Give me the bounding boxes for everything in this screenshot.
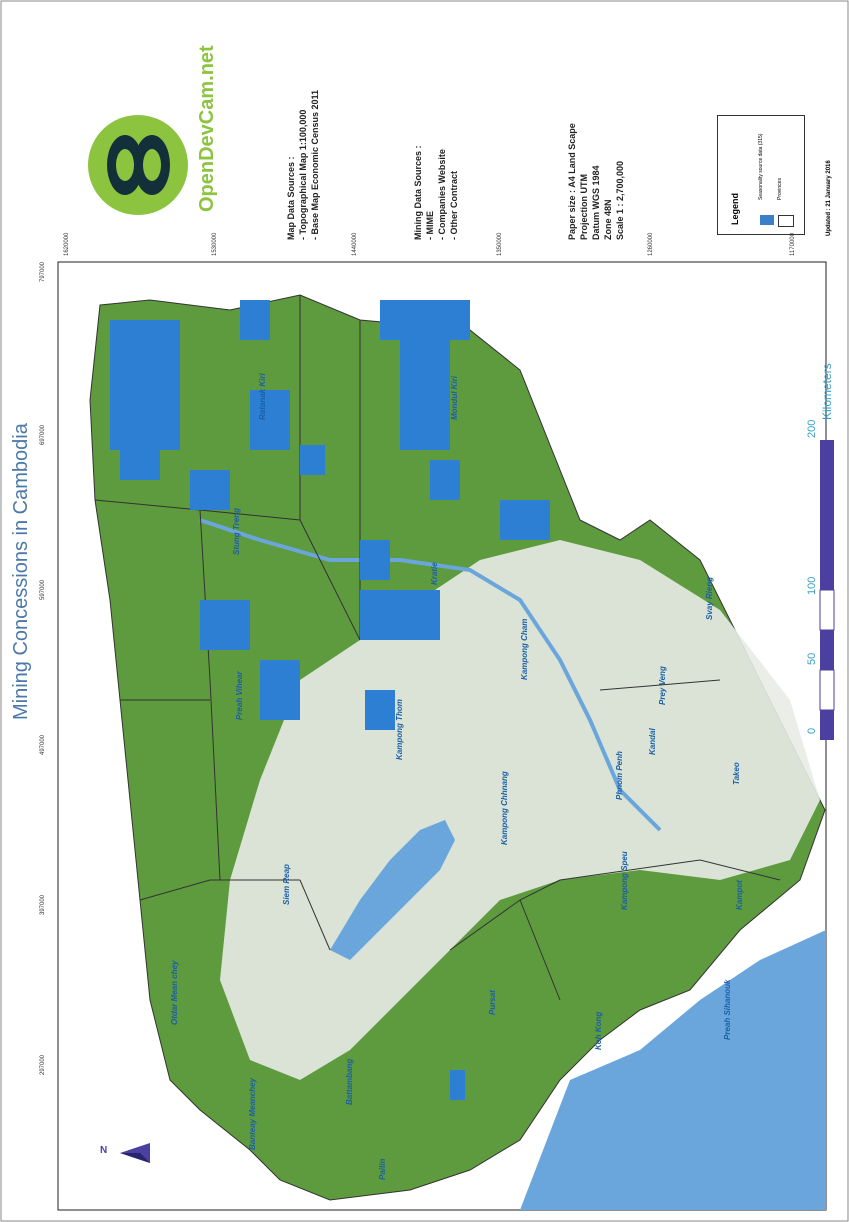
logo-text: OpenDevCam.net (196, 45, 218, 212)
legend-swatch-concessions (760, 215, 774, 225)
updated-date: Updated : 21 January 2016 (826, 160, 832, 236)
province-label: Kandal (648, 728, 657, 755)
map-source-item: - Topographical Map 1:100,000 (298, 109, 308, 240)
spec-item: Zone 48N (603, 199, 613, 240)
grid-tick-label: 1620000 (64, 232, 70, 256)
legend-label: Seasonality source data (315) (758, 133, 764, 200)
province-label: Svay Rieng (705, 576, 714, 620)
province-label: Banteay Meanchey (248, 1077, 257, 1150)
legend-swatch-provinces (778, 215, 794, 227)
province-label: Phnom Penh (615, 751, 624, 800)
grid-tick-label: 1170000 (790, 233, 796, 256)
province-label: Takeo (732, 762, 741, 785)
scale-tick: 100 (806, 576, 818, 595)
spec-item: Scale 1 : 2,700,000 (615, 160, 625, 240)
north-label: N (100, 1145, 108, 1156)
scale-unit: Kilometers (820, 363, 834, 420)
mining-source-item: - Other Contract (449, 170, 459, 240)
mining-source-item: - MIME (425, 211, 435, 240)
map-source-item: - Base Map Economic Census 2011 (310, 89, 320, 240)
scale-bar (819, 440, 835, 740)
tonle-sap-lake (330, 820, 455, 960)
province-label: Stung Treng (232, 508, 241, 555)
map-sources: Map Data Sources : - Topographical Map 1… (285, 90, 321, 240)
map-specs: Paper size : A4 Land Scape Projection UT… (566, 123, 626, 240)
province-label: Battambang (345, 1058, 354, 1105)
province-label: Kampong Speu (620, 851, 629, 910)
logo-symbol-icon (88, 115, 188, 215)
province-label: Kratie (430, 562, 439, 585)
province-label: Ratanak Kiri (258, 373, 267, 420)
province-label: Siem Reap (282, 864, 291, 905)
province-label: Pailin (378, 1158, 387, 1180)
spec-item: Datum WGS 1984 (591, 165, 601, 240)
mekong-river (199, 518, 662, 832)
scale-tick: 200 (806, 419, 818, 438)
province-label: Prey Veng (658, 666, 667, 705)
grid-tick-label: 1350000 (497, 232, 503, 256)
mining-source-item: - Companies Website (437, 149, 447, 240)
map-title: Mining Concessions in Cambodia (10, 423, 32, 720)
province-boundaries (94, 295, 781, 1001)
grid-tick-label: 1440000 (352, 232, 358, 256)
grid-tick-label: 597000 (40, 579, 46, 600)
province-label: Kampong Cham (520, 618, 529, 680)
province-label: Preah Vihear (235, 671, 244, 720)
province-label: Pursat (488, 990, 497, 1015)
legend-label: Provinces (777, 178, 783, 200)
grid-tick-label: 1530000 (212, 232, 218, 256)
lowland-area (220, 540, 820, 1080)
province-label: Kampong Thom (395, 699, 404, 760)
spec-item: Projection UTM (579, 173, 589, 240)
mining-sources-heading: Mining Data Sources : (413, 145, 423, 240)
scale-tick: 50 (806, 652, 818, 665)
spec-item: Paper size : A4 Land Scape (567, 123, 577, 240)
scale-tick: 0 (806, 727, 818, 734)
province-label: Koh Kong (594, 1011, 603, 1050)
mining-concessions (110, 300, 550, 1100)
map-sources-heading: Map Data Sources : (286, 156, 296, 240)
mining-sources: Mining Data Sources : - MIME - Companies… (412, 145, 460, 240)
grid-tick-label: 297000 (40, 1054, 46, 1075)
province-label: Preah Sihanouk (723, 979, 732, 1040)
province-label: Mondul Kiri (450, 376, 459, 420)
legend-title: Legend (730, 192, 740, 225)
province-label: Kampot (735, 880, 744, 910)
grid-tick-label: 1260000 (648, 232, 654, 256)
grid-tick-label: 497000 (40, 734, 46, 755)
province-label: Otdar Mean chey (170, 960, 179, 1025)
sea (520, 930, 826, 1210)
grid-tick-label: 797000 (40, 261, 46, 282)
grid-tick-label: 697000 (40, 424, 46, 445)
grid-tick-label: 397000 (40, 894, 46, 915)
province-label: Kampong Chhnang (500, 771, 509, 845)
north-arrow-icon (120, 1143, 150, 1163)
